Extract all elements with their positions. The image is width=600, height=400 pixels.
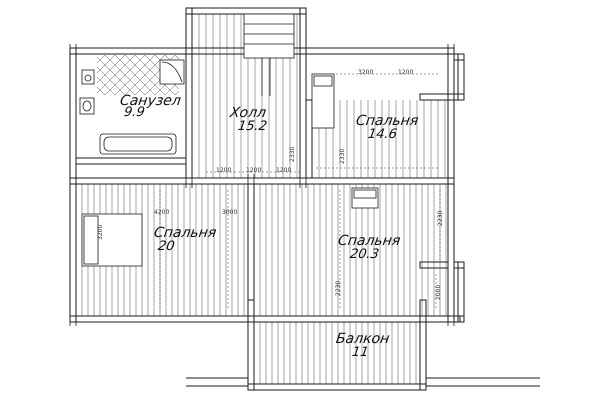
room-area-bathroom: 9.9	[122, 105, 146, 120]
dimension-label: 2330	[339, 148, 346, 164]
dimension-label: 1200	[246, 167, 262, 174]
dimension-label: 4200	[154, 209, 170, 216]
dimension-label: 3200	[358, 69, 374, 76]
room-area-bedroom-ne: 14.6	[366, 127, 399, 142]
room-area-bedroom-e: 20.3	[348, 247, 381, 262]
log-ends	[69, 44, 455, 326]
room-area-hall: 15.2	[236, 119, 269, 134]
dimension-label: 2230	[437, 210, 444, 226]
room-area-bedroom-w: 20	[156, 239, 176, 254]
room-name-balcony: Балкон	[334, 331, 391, 347]
room-name-hall: Холл	[228, 105, 268, 121]
dimension-label: 2330	[289, 146, 296, 162]
room-area-balcony: 11	[350, 345, 370, 360]
dimension-label: 2230	[335, 280, 342, 296]
room-name-bedroom-w: Спальня	[152, 225, 218, 241]
room-name-bedroom-ne: Спальня	[354, 113, 420, 129]
fixtures	[79, 13, 379, 267]
dimension-label: 1200	[398, 69, 414, 76]
dimension-label: 1200	[276, 167, 292, 174]
dimension-lines	[159, 73, 441, 310]
dimension-label: 2000	[435, 284, 442, 300]
dimension-label: 3200	[97, 224, 104, 240]
walls	[69, 7, 540, 391]
dimension-label: 1200	[216, 167, 232, 174]
room-name-bedroom-e: Спальня	[336, 233, 402, 249]
dimension-label: 3000	[222, 209, 238, 216]
